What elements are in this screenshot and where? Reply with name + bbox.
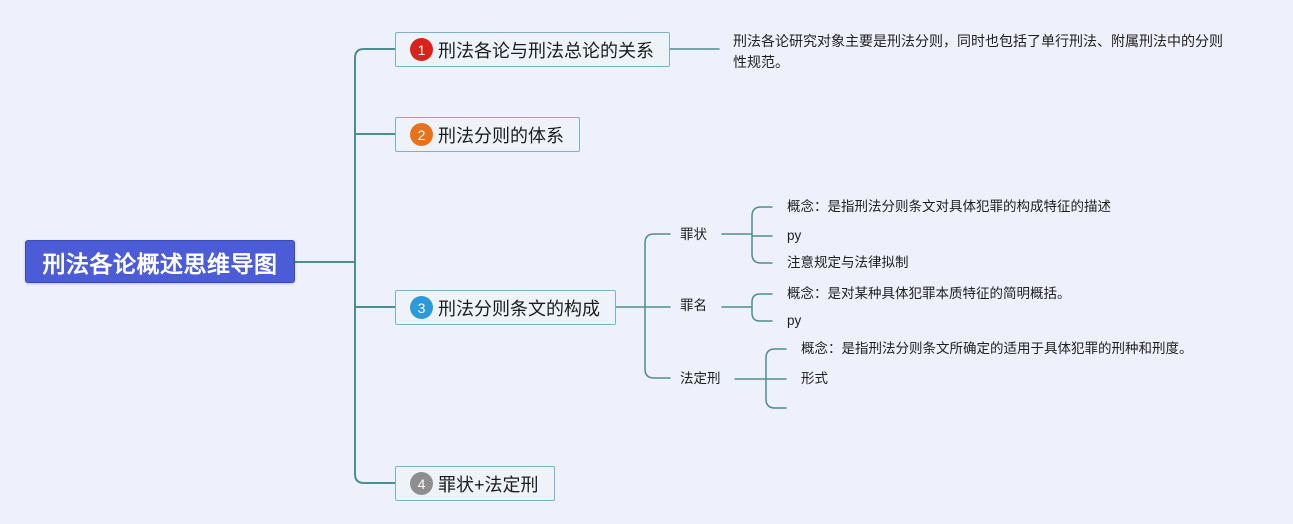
topic-3-trunk-connector <box>644 233 671 379</box>
subtopic-1-item-1[interactable]: 概念：是指刑法分则条文对具体犯罪的构成特征的描述 <box>787 199 1111 214</box>
topic-number-badge: 1 <box>410 38 433 61</box>
topic-number-badge: 3 <box>410 296 433 319</box>
central-topic[interactable]: 刑法各论概述思维导图 <box>25 240 295 283</box>
subtopic-1-item-2[interactable]: py <box>787 228 802 243</box>
main-trunk-connector <box>354 48 396 484</box>
topic-number-badge: 2 <box>410 123 433 146</box>
topic-label: 刑法各论与刑法总论的关系 <box>438 40 654 61</box>
subtopic-2-item-1[interactable]: 概念：是对某种具体犯罪本质特征的简明概括。 <box>787 286 1071 301</box>
main-topic-1[interactable]: 1 刑法各论与刑法总论的关系 <box>395 32 670 67</box>
subtopic-1[interactable]: 罪状 <box>680 227 707 242</box>
subtopic-1-trunk-connector <box>751 206 773 264</box>
subtopic-3-item-1[interactable]: 概念：是指刑法分则条文所确定的适用于具体犯罪的刑种和刑度。 <box>801 341 1193 356</box>
topic-label: 刑法分则的体系 <box>438 125 564 146</box>
subtopic-3-item-3-empty[interactable] <box>801 399 821 417</box>
topic-number-badge: 4 <box>410 472 433 495</box>
topic-label: 刑法分则条文的构成 <box>438 298 600 319</box>
main-topic-3[interactable]: 3 刑法分则条文的构成 <box>395 290 616 325</box>
subtopic-1-item-3[interactable]: 注意规定与法律拟制 <box>787 255 909 270</box>
subtopic-3[interactable]: 法定刑 <box>680 371 721 386</box>
main-topic-4[interactable]: 4 罪状+法定刑 <box>395 466 555 501</box>
subtopic-2[interactable]: 罪名 <box>680 298 707 313</box>
subtopic-3-item-2[interactable]: 形式 <box>801 371 828 386</box>
topic-label: 罪状+法定刑 <box>438 474 539 495</box>
topic-1-note[interactable]: 刑法各论研究对象主要是刑法分则，同时也包括了单行刑法、附属刑法中的分则性规范。 <box>733 33 1223 70</box>
main-topic-2[interactable]: 2 刑法分则的体系 <box>395 117 580 152</box>
subtopic-2-item-2[interactable]: py <box>787 313 802 328</box>
subtopic-2-trunk-connector <box>751 293 773 322</box>
